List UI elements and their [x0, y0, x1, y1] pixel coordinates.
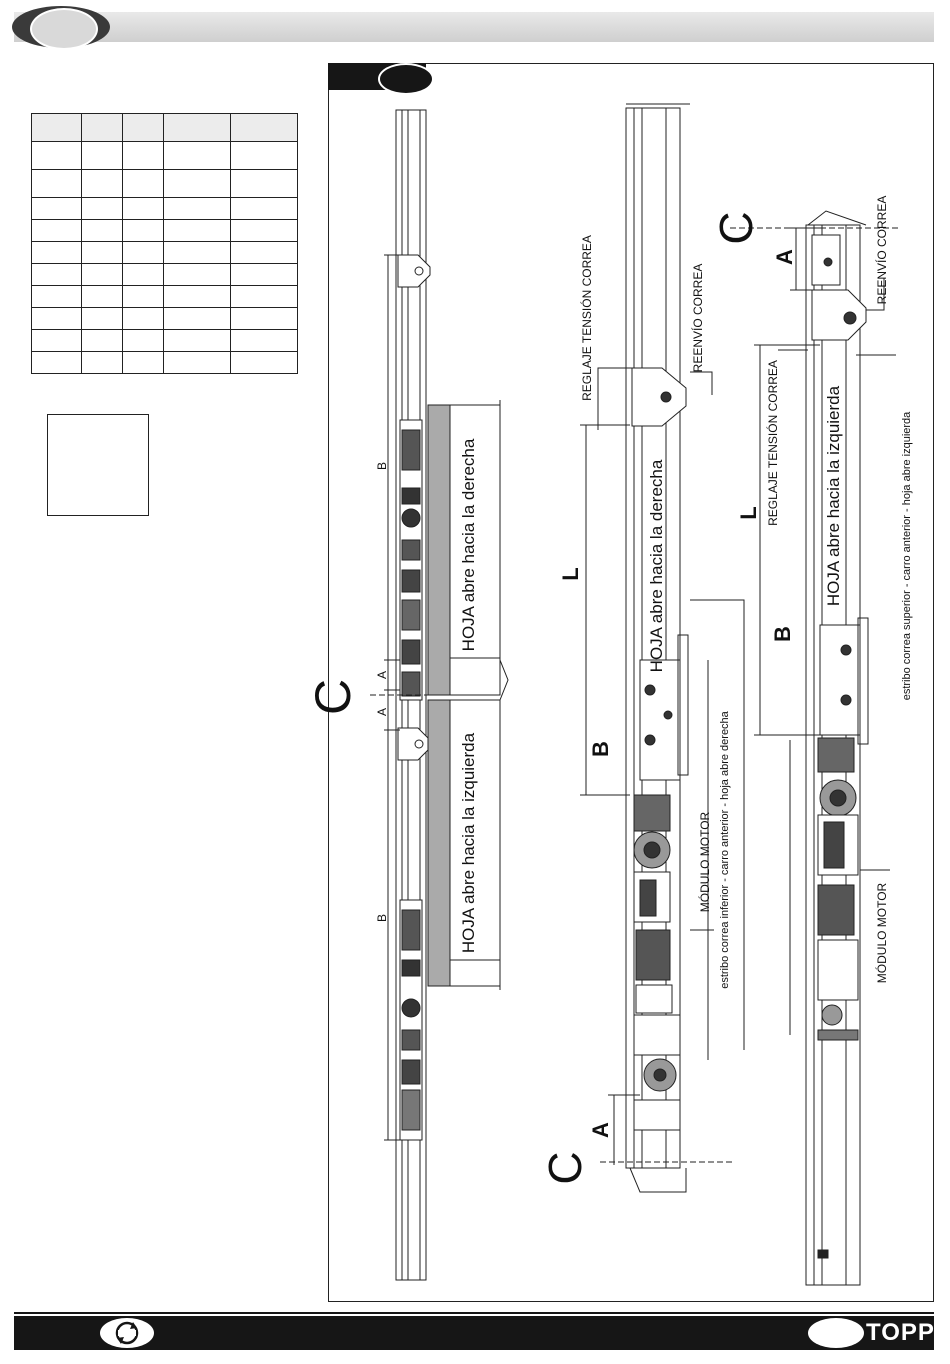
- dim-l-middle: L: [558, 567, 583, 580]
- middle-rail: [580, 103, 745, 1193]
- footer-rule: [14, 1312, 934, 1314]
- dim-c-right: C: [710, 211, 762, 244]
- dim-b-middle: B: [588, 741, 613, 757]
- table-row: [31, 219, 298, 242]
- table-header-cell: [230, 113, 298, 142]
- label-reglaje-middle: REGLAJE TENSIÓN CORREA: [579, 235, 594, 401]
- dim-a-upper: A: [375, 671, 389, 679]
- table-row: [31, 351, 298, 374]
- dim-c-middle: C: [539, 1151, 591, 1184]
- right-rail: [730, 210, 900, 1286]
- spec-table: [31, 113, 298, 374]
- table-row: [31, 141, 298, 170]
- table-cell: [230, 351, 298, 374]
- note-box: [47, 414, 149, 516]
- table-cell: [230, 141, 298, 170]
- table-row: [31, 241, 298, 264]
- footer-bar: [14, 1316, 934, 1350]
- refresh-icon: [115, 1321, 139, 1345]
- label-hoja-derecha-left: HOJA abre hacia la derecha: [459, 438, 478, 651]
- table-header-row: [31, 113, 298, 142]
- dim-l-right: L: [736, 506, 761, 519]
- header-oval: [30, 8, 98, 50]
- label-estribo-inferior: estribo correa inferior - carro anterior…: [719, 710, 731, 988]
- label-reenvio-middle: REENVÍO CORREA: [690, 264, 705, 373]
- table-cell: [31, 169, 82, 198]
- label-hoja-izquierda-right: HOJA abre hacia la izquierda: [824, 385, 843, 606]
- dim-b-right: B: [770, 626, 795, 642]
- brand-logo: TOPP: [866, 1319, 935, 1346]
- diagram-frame: [328, 63, 934, 1302]
- table-cell: [81, 169, 123, 198]
- dim-c-left: C: [305, 679, 361, 715]
- label-estribo-superior: estribo correa superior - carro anterior…: [901, 411, 913, 700]
- label-modulo-motor-middle: MÓDULO MOTOR: [697, 811, 712, 912]
- footer-oval-left: [100, 1318, 154, 1348]
- header-bar: [14, 12, 934, 42]
- dim-b-upper: B: [375, 462, 389, 470]
- diagram-tab-oval: [378, 63, 434, 95]
- drawing-labels: B A A B C HOJA abre hacia la derecha HOJ…: [305, 196, 913, 1185]
- label-modulo-motor-right: MÓDULO MOTOR: [874, 882, 889, 983]
- dim-a-lower: A: [375, 708, 389, 716]
- dim-a-right: A: [772, 249, 797, 265]
- dim-b-lower: B: [375, 914, 389, 922]
- table-header-cell: [163, 113, 231, 142]
- label-reenvio-right: REENVÍO CORREA: [874, 196, 889, 305]
- table-row: [31, 329, 298, 352]
- table-cell: [163, 169, 231, 198]
- table-row: [31, 169, 298, 198]
- label-hoja-derecha-middle: HOJA abre hacia la derecha: [647, 459, 666, 672]
- footer-oval-right: [808, 1318, 864, 1348]
- label-reglaje-right: REGLAJE TENSIÓN CORREA: [765, 360, 780, 526]
- label-hoja-izquierda-left: HOJA abre hacia la izquierda: [459, 732, 478, 953]
- dim-a-middle: A: [588, 1122, 613, 1138]
- left-rail: [370, 109, 509, 1281]
